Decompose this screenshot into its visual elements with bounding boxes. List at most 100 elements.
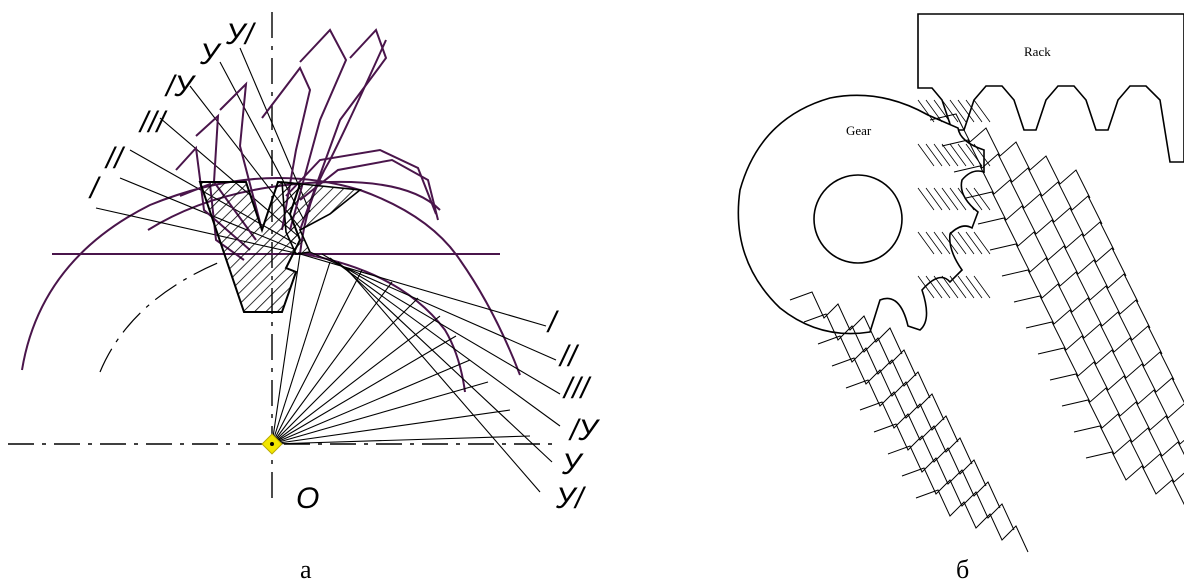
tangent-line xyxy=(329,257,561,427)
contact-hatch xyxy=(925,99,943,123)
contact-hatch xyxy=(941,231,959,255)
contact-hatch xyxy=(917,231,935,255)
right-label-4: /У xyxy=(568,414,600,447)
envelope-trace xyxy=(989,243,1151,329)
rack-position-polyline xyxy=(289,28,348,231)
contact-hatch xyxy=(917,99,935,123)
radial-line xyxy=(271,269,363,445)
envelope-trace xyxy=(1049,373,1184,445)
tangent-line xyxy=(309,251,557,361)
contact-hatch xyxy=(941,275,959,299)
contact-hatch xyxy=(965,143,983,167)
contact-hatch xyxy=(973,187,991,211)
envelope-trace xyxy=(901,467,1015,531)
radial-line xyxy=(271,335,457,445)
gear-label: Gear xyxy=(846,123,872,138)
contact-hatch xyxy=(917,143,935,167)
envelope-trace xyxy=(977,217,1139,303)
envelope-trace xyxy=(1085,451,1184,506)
rack-label: Rack xyxy=(1024,44,1051,59)
envelope-trace xyxy=(803,313,917,377)
envelope-trace xyxy=(873,423,987,487)
left-label-2: // xyxy=(104,142,125,175)
right-label-5: У xyxy=(561,448,584,481)
radial-line xyxy=(271,281,393,445)
rack-position-polyline xyxy=(299,158,439,221)
envelope-trace xyxy=(817,335,931,399)
contact-hatch xyxy=(973,231,991,255)
contact-hatch xyxy=(957,275,975,299)
contact-hatch xyxy=(965,99,983,123)
contact-hatch xyxy=(973,143,991,167)
contact-hatch xyxy=(933,143,951,167)
left-label-1: / xyxy=(88,172,101,205)
left-label-5: У xyxy=(199,38,222,71)
envelope-trace xyxy=(845,379,959,443)
contact-hatch xyxy=(973,99,991,123)
contact-hatch xyxy=(965,275,983,299)
contact-hatch xyxy=(925,231,943,255)
base-circle-arc xyxy=(297,252,466,393)
contact-hatch xyxy=(965,187,983,211)
radial-line xyxy=(271,261,331,445)
right-label-1: / xyxy=(546,306,559,339)
panel-a-tooth-generation-diagram: O / // /// /У У У/ / // /// /У У У/ а xyxy=(8,12,600,584)
envelope-trace xyxy=(915,489,1029,553)
contact-hatch xyxy=(957,231,975,255)
contact-hatch xyxy=(973,275,991,299)
radial-line xyxy=(271,381,489,445)
contact-hatch xyxy=(949,231,967,255)
right-label-3: /// xyxy=(562,372,592,405)
envelope-trace xyxy=(789,291,903,355)
contact-hatch xyxy=(925,143,943,167)
origin-marker xyxy=(261,433,283,455)
dash-dot-circle-arc xyxy=(99,261,221,373)
radial-line xyxy=(271,315,441,445)
envelope-trace xyxy=(1025,321,1184,404)
origin-label: O xyxy=(296,482,319,515)
left-label-3: /// xyxy=(138,106,168,139)
envelope-trace xyxy=(1001,269,1163,355)
contact-hatch xyxy=(933,231,951,255)
rack-position-polyline xyxy=(261,66,312,231)
envelope-trace xyxy=(831,357,945,421)
radial-line xyxy=(271,409,511,445)
envelope-trace xyxy=(1073,425,1184,483)
tangent-line xyxy=(345,267,541,493)
envelope-trace xyxy=(1013,295,1175,381)
contact-hatch xyxy=(949,99,967,123)
tangent-line xyxy=(299,253,547,327)
left-label-4: /У xyxy=(164,70,196,103)
contact-hatch xyxy=(917,187,935,211)
contact-hatch xyxy=(933,187,951,211)
envelope-trace xyxy=(859,401,973,465)
panel-b-rack-gear-simulation: Rack Gear б xyxy=(737,13,1184,584)
contact-hatch xyxy=(933,275,951,299)
envelope-trace xyxy=(1061,399,1184,457)
contact-hatch xyxy=(941,143,959,167)
contact-hatch xyxy=(917,275,935,299)
rack-position-polyline xyxy=(219,81,263,231)
contact-hatch xyxy=(949,143,967,167)
tangent-line xyxy=(321,253,561,395)
tooth-envelope-traces xyxy=(789,99,1184,553)
panel-b-caption: б xyxy=(956,555,969,584)
contact-hatch xyxy=(957,187,975,211)
gear-bore xyxy=(813,174,903,264)
contact-hatch xyxy=(949,275,967,299)
contact-hatch xyxy=(933,99,951,123)
rack-position-polyline xyxy=(285,148,437,215)
radial-lines xyxy=(271,253,531,445)
right-label-6: У/ xyxy=(555,482,586,515)
envelope-trace xyxy=(929,113,1091,199)
radial-line xyxy=(271,359,471,445)
contact-hatch xyxy=(965,231,983,255)
rack-position-polyline xyxy=(299,28,388,231)
envelope-trace xyxy=(1037,347,1184,419)
contact-hatch xyxy=(925,187,943,211)
radial-line xyxy=(271,435,531,445)
contact-hatch xyxy=(949,187,967,211)
hatched-tooth-slot xyxy=(281,181,363,255)
tangent-lines xyxy=(299,251,561,493)
